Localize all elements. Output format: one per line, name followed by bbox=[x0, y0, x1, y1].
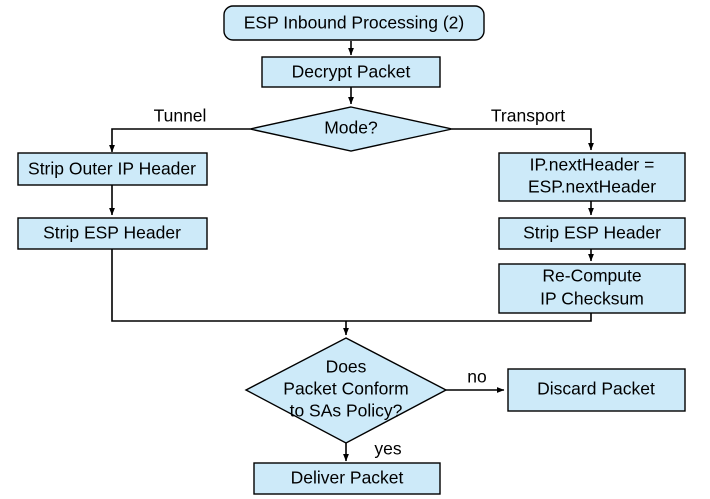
edge-label-tunnel: Tunnel bbox=[154, 106, 207, 126]
decision-shape bbox=[244, 337, 448, 444]
node-label-conform-line1: Does bbox=[326, 357, 367, 377]
edge-label-transport: Transport bbox=[491, 106, 565, 126]
decision-shape bbox=[249, 106, 453, 152]
process-shape bbox=[498, 217, 686, 250]
process-shape bbox=[17, 152, 208, 186]
node-deliver-packet[interactable]: Deliver Packet bbox=[253, 462, 441, 495]
edge-recompute-to-merge bbox=[346, 313, 592, 322]
node-label-mode: Mode? bbox=[324, 118, 378, 138]
node-label-deliver: Deliver Packet bbox=[291, 468, 404, 488]
node-label-strip-esp-left: Strip ESP Header bbox=[43, 223, 181, 243]
edge-strip-esp-left-to-merge bbox=[111, 249, 346, 322]
node-strip-esp-header-left[interactable]: Strip ESP Header bbox=[17, 217, 208, 250]
node-label-conform-line2: Packet Conform bbox=[283, 379, 408, 399]
edge-mode-tunnel-to-strip-outer-ip bbox=[109, 128, 250, 153]
process-shape bbox=[507, 368, 686, 412]
edge-label-no: no bbox=[467, 367, 486, 387]
node-label-strip-outer-ip: Strip Outer IP Header bbox=[28, 159, 196, 179]
node-strip-esp-header-right[interactable]: Strip ESP Header bbox=[498, 217, 686, 250]
node-discard-packet[interactable]: Discard Packet bbox=[507, 368, 686, 412]
process-shape bbox=[498, 263, 686, 314]
connector-layer bbox=[109, 41, 595, 462]
node-esp-inbound-processing[interactable]: ESP Inbound Processing (2) bbox=[223, 5, 485, 41]
node-label-strip-esp-right: Strip ESP Header bbox=[523, 223, 661, 243]
node-decrypt-packet[interactable]: Decrypt Packet bbox=[261, 56, 441, 88]
process-shape bbox=[498, 152, 686, 202]
terminator-shape bbox=[223, 5, 485, 41]
edge-label-yes: yes bbox=[374, 439, 401, 459]
node-ip-next-header-assign[interactable]: IP.nextHeader = ESP.nextHeader bbox=[498, 152, 686, 202]
node-label-decrypt: Decrypt Packet bbox=[292, 62, 411, 82]
process-shape bbox=[261, 56, 441, 88]
node-label-start: ESP Inbound Processing (2) bbox=[244, 13, 465, 33]
process-shape bbox=[253, 462, 441, 495]
node-label-discard: Discard Packet bbox=[537, 379, 655, 399]
edge-mode-transport-to-next-header bbox=[452, 128, 595, 151]
node-label-recompute-line1: Re-Compute bbox=[542, 266, 641, 286]
node-label-conform-line3: to SAs Policy? bbox=[290, 401, 403, 421]
node-label-next-header-line1: IP.nextHeader = bbox=[530, 155, 655, 175]
node-label-recompute-line2: IP Checksum bbox=[540, 289, 644, 309]
node-recompute-ip-checksum[interactable]: Re-Compute IP Checksum bbox=[498, 263, 686, 314]
node-conform-decision[interactable]: Does Packet Conform to SAs Policy? bbox=[244, 337, 448, 444]
node-label-next-header-line2: ESP.nextHeader bbox=[528, 177, 656, 197]
node-strip-outer-ip-header[interactable]: Strip Outer IP Header bbox=[17, 152, 208, 186]
node-mode-decision[interactable]: Mode? bbox=[249, 106, 453, 152]
process-shape bbox=[17, 217, 208, 250]
